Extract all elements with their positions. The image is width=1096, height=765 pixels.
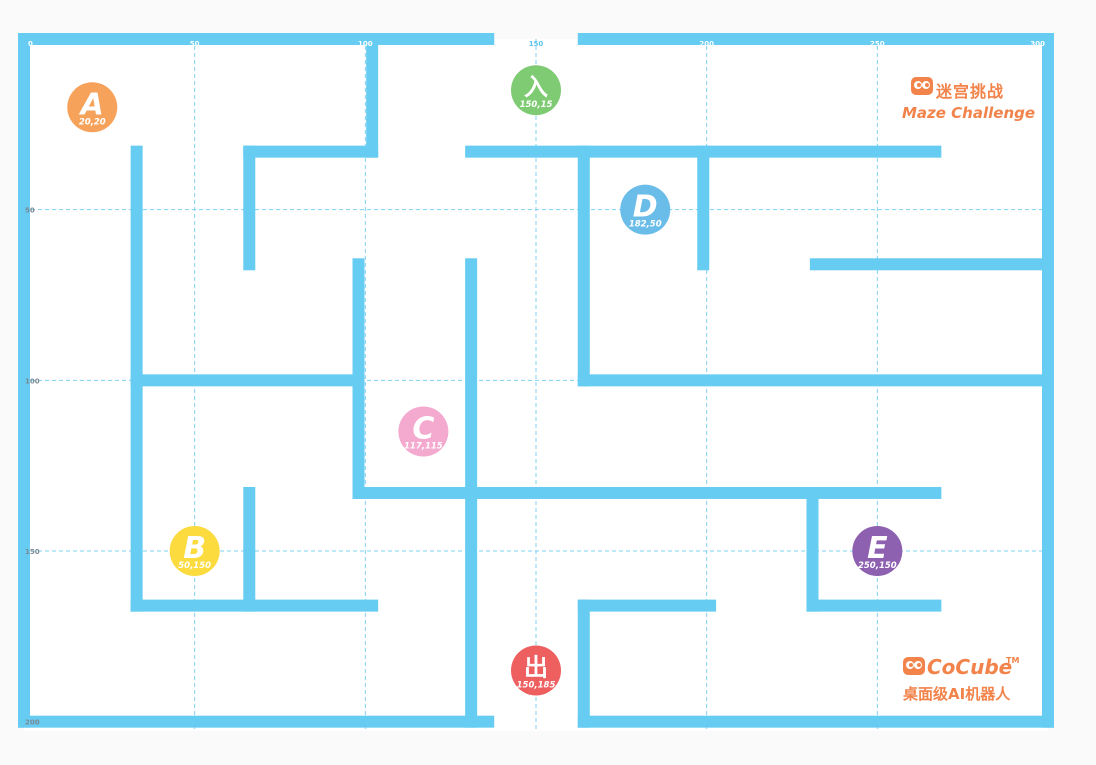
waypoint-circle bbox=[620, 184, 671, 235]
y-tick-label: 100 bbox=[25, 377, 40, 385]
maze-wall bbox=[806, 486, 819, 612]
maze-walls bbox=[18, 33, 1054, 728]
waypoint-coord: 20,20 bbox=[79, 117, 106, 127]
y-tick-label: 150 bbox=[25, 548, 40, 556]
maze-wall bbox=[130, 145, 143, 612]
waypoint-label: A bbox=[79, 87, 104, 122]
maze-wall bbox=[243, 145, 256, 271]
waypoint-circle bbox=[169, 526, 220, 576]
maze-wall bbox=[577, 374, 1054, 387]
waypoint-label: B bbox=[183, 531, 206, 566]
waypoint-label: E bbox=[867, 531, 888, 566]
maze-wall bbox=[243, 145, 379, 158]
cocube-logo-icon bbox=[903, 657, 925, 675]
waypoint-coord: 150,15 bbox=[520, 100, 553, 110]
maze-wall bbox=[577, 715, 1054, 728]
trademark: TM bbox=[1006, 656, 1020, 665]
x-tick-label: 0 bbox=[28, 40, 33, 48]
waypoint-label: D bbox=[633, 190, 658, 225]
waypoint-circle bbox=[398, 406, 449, 457]
waypoint-coord: 150,185 bbox=[517, 680, 556, 690]
maze-wall bbox=[806, 599, 942, 612]
waypoint-circle bbox=[852, 526, 903, 576]
waypoint-coord: 50,150 bbox=[178, 561, 211, 571]
maze-wall bbox=[809, 258, 1054, 271]
maze-wall bbox=[465, 258, 478, 728]
waypoint-label: 出 bbox=[524, 653, 548, 681]
maze-wall bbox=[577, 145, 590, 387]
x-tick-label: 50 bbox=[190, 40, 200, 48]
robot-eyes-icon bbox=[911, 77, 933, 95]
maze-wall bbox=[18, 33, 495, 45]
product-tagline: 桌面级AI机器人 bbox=[903, 685, 1011, 703]
axis-ticks: 0 50 100 150 200 250 300 50 100 150 200 bbox=[25, 40, 1045, 727]
title-en: Maze Challenge bbox=[902, 104, 1036, 122]
waypoint-a: A20,20 bbox=[67, 82, 118, 133]
waypoint-circle bbox=[511, 645, 561, 696]
waypoint-coord: 117,115 bbox=[404, 442, 443, 452]
x-tick-label: 200 bbox=[699, 40, 714, 48]
maze-wall bbox=[352, 486, 942, 499]
y-tick-label: 200 bbox=[25, 719, 40, 727]
maze-wall bbox=[577, 599, 717, 612]
maze-wall bbox=[366, 33, 379, 158]
product-name: CoCube bbox=[927, 655, 1013, 679]
waypoint-coord: 250,150 bbox=[858, 561, 897, 571]
maze-wall bbox=[243, 486, 256, 612]
waypoint-b: B50,150 bbox=[169, 526, 220, 576]
x-tick-label: 300 bbox=[1030, 40, 1045, 48]
maze-wall bbox=[1042, 33, 1054, 728]
maze-wall bbox=[352, 258, 365, 499]
title-cn: 迷宫挑战 bbox=[936, 82, 1005, 101]
waypoint-coord: 182,50 bbox=[629, 220, 662, 230]
maze-wall bbox=[697, 145, 710, 271]
maze-wall bbox=[577, 33, 1054, 45]
maze-wall bbox=[577, 599, 590, 728]
maze-wall bbox=[18, 33, 30, 728]
maze-wall bbox=[130, 374, 365, 387]
x-tick-label: 150 bbox=[529, 40, 544, 48]
y-tick-label: 50 bbox=[25, 207, 35, 215]
x-tick-label: 250 bbox=[870, 40, 885, 48]
waypoint-circle bbox=[67, 82, 118, 133]
waypoint-label: C bbox=[412, 412, 434, 447]
x-tick-label: 100 bbox=[358, 40, 373, 48]
waypoint-label: 入 bbox=[524, 73, 548, 101]
waypoint-circle bbox=[511, 65, 561, 116]
maze-wall bbox=[18, 715, 495, 728]
